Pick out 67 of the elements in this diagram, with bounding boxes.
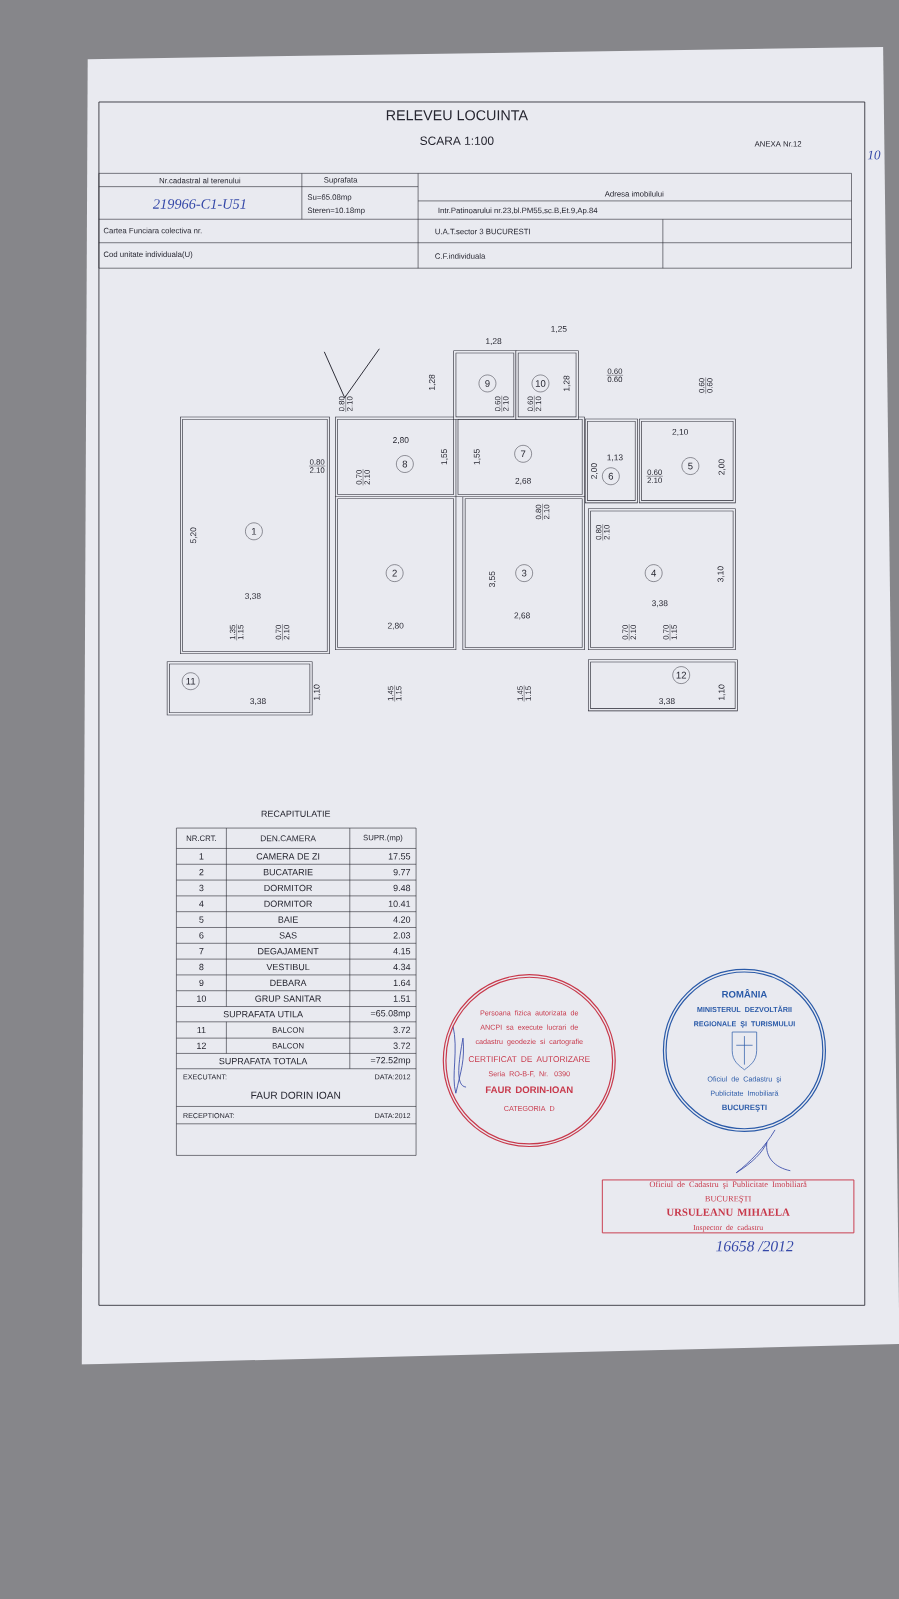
area-value: 17.55 bbox=[388, 853, 410, 860]
dimension-text: 3,38 bbox=[244, 593, 261, 601]
handwritten-number: 10 bbox=[867, 150, 881, 160]
row-number: 4 bbox=[198, 900, 204, 907]
area-value: 4.20 bbox=[393, 916, 410, 923]
title: RELEVEU LOCUINTA bbox=[386, 110, 528, 121]
row-number: 1 bbox=[199, 853, 204, 860]
dimension-text: 1,55 bbox=[473, 449, 481, 465]
column-header: DEN.CAMERA bbox=[260, 835, 316, 842]
table-title: RECAPITULATIE bbox=[261, 810, 330, 817]
room-name: DEGAJAMENT bbox=[258, 948, 319, 955]
dimension-text: 3,38 bbox=[651, 600, 668, 608]
row-number: 7 bbox=[199, 948, 204, 955]
dimension-text: 3,10 bbox=[717, 566, 725, 582]
row-number: 12 bbox=[196, 1042, 206, 1049]
dimension-text: 2,68 bbox=[514, 612, 530, 620]
room-name: DEBARA bbox=[270, 979, 307, 986]
room-name: GRUP SANITAR bbox=[255, 995, 321, 1002]
row-number: 8 bbox=[199, 963, 204, 971]
total-label: SUPRAFATA UTILA bbox=[223, 1011, 303, 1018]
area-value: 9.48 bbox=[393, 884, 410, 892]
room-name: BUCATARIE bbox=[263, 869, 313, 876]
dimension-text: 5,20 bbox=[190, 527, 197, 544]
dimension-text: 1,25 bbox=[551, 325, 567, 333]
dimension-text: 2,00 bbox=[718, 459, 726, 475]
dimension-text: 1,10 bbox=[718, 684, 726, 700]
dimension-text: 2,00 bbox=[590, 463, 598, 479]
dimension-text: 2,80 bbox=[387, 622, 404, 630]
dimension-text: 2,80 bbox=[392, 437, 409, 444]
scale-text: SCARA 1:100 bbox=[420, 136, 494, 145]
room-name: VESTIBUL bbox=[266, 963, 310, 971]
row-number: 11 bbox=[197, 1026, 206, 1034]
area-value: 10.41 bbox=[388, 900, 410, 907]
dimension-text: 2,68 bbox=[515, 477, 531, 485]
dimension-text: 2,10 bbox=[672, 428, 688, 436]
room-name: CAMERA DE ZI bbox=[256, 853, 319, 860]
dimension-text: 3,38 bbox=[250, 698, 266, 706]
dimension-text: 1,55 bbox=[441, 449, 448, 465]
area-value: 3.72 bbox=[393, 1042, 410, 1049]
area-value: 2.03 bbox=[393, 932, 410, 939]
area-value: =65.08mp bbox=[370, 1010, 410, 1019]
room-name: SAS bbox=[279, 932, 297, 939]
row-number: 3 bbox=[199, 884, 204, 892]
room-name: BAIE bbox=[278, 916, 298, 923]
dimension-text: 1,28 bbox=[428, 374, 436, 390]
row-number: 5 bbox=[199, 916, 204, 923]
dimension-text: 3,38 bbox=[658, 698, 675, 706]
person-name: FAUR DORIN IOAN bbox=[251, 1091, 340, 1099]
area-value: 9.77 bbox=[393, 869, 410, 876]
dimension-text: 1,28 bbox=[563, 375, 571, 391]
row-number: 6 bbox=[199, 932, 204, 939]
room-name: DORMITOR bbox=[264, 900, 312, 907]
dimension-text: 1,28 bbox=[485, 338, 502, 346]
area-value: 4.34 bbox=[393, 963, 411, 971]
row-number: 9 bbox=[199, 979, 204, 986]
row-number: 10 bbox=[196, 995, 206, 1002]
area-value: 3.72 bbox=[393, 1026, 410, 1034]
area-value: 1.51 bbox=[393, 995, 410, 1002]
dimension-text: 1,13 bbox=[607, 454, 623, 462]
area-value: 4.15 bbox=[393, 948, 410, 955]
area-value: 1.64 bbox=[393, 979, 411, 986]
row-number: 2 bbox=[199, 869, 204, 876]
handwritten-number: 219966-C1-U51 bbox=[152, 199, 246, 209]
room-name: DORMITOR bbox=[264, 884, 312, 892]
dimension-text: 3,55 bbox=[488, 571, 496, 588]
area-value: =72.52mp bbox=[370, 1057, 410, 1066]
total-label: SUPRAFATA TOTALA bbox=[219, 1057, 308, 1065]
